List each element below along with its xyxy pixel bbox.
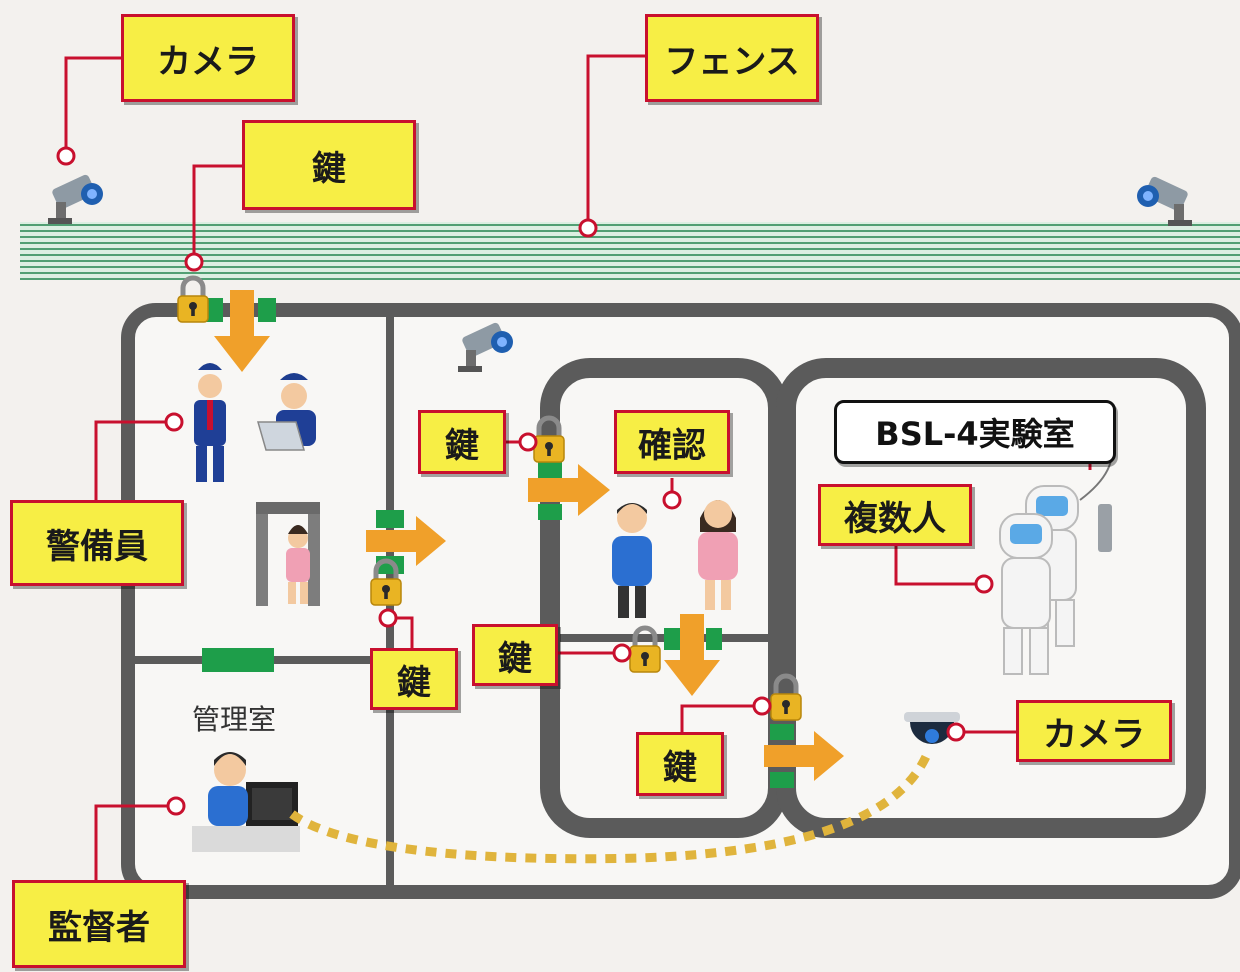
arrow-icon xyxy=(764,731,844,781)
label-supervisor: 監督者 xyxy=(12,880,186,968)
label-camera-top: カメラ xyxy=(121,14,295,102)
door-secure-bottom xyxy=(538,504,562,520)
label-key-lobby: 鍵 xyxy=(418,410,506,474)
guard-at-laptop-icon xyxy=(257,373,316,451)
security-camera-icon xyxy=(1137,175,1192,226)
arrow-icon xyxy=(664,614,720,696)
padlock-icon xyxy=(178,278,208,322)
label-control-room: 管理室 xyxy=(192,703,277,736)
label-camera-lab: カメラ xyxy=(1016,700,1172,762)
security-camera-icon xyxy=(48,173,103,224)
door-control-room xyxy=(202,648,274,672)
label-key-entrance: 鍵 xyxy=(370,648,458,710)
air-hose-unit xyxy=(1098,504,1112,552)
arrow-icon xyxy=(528,464,610,516)
fence xyxy=(20,222,1240,280)
dome-camera-icon xyxy=(904,712,960,744)
label-multiple-people: 複数人 xyxy=(818,484,972,546)
label-bsl4-lab: BSL-4実験室 xyxy=(834,400,1116,464)
metal-detector-icon xyxy=(256,502,320,606)
label-confirm: 確認 xyxy=(614,410,730,474)
label-fence: フェンス xyxy=(645,14,819,102)
door-gate-right xyxy=(258,298,276,322)
supervisor-person-icon xyxy=(208,752,248,826)
door-lab-bottom xyxy=(770,772,794,788)
arrow-icon xyxy=(366,516,446,566)
door-secure-top xyxy=(538,462,562,478)
door-lab-top xyxy=(770,724,794,740)
label-key-inner: 鍵 xyxy=(472,624,558,686)
door-lobby-top xyxy=(376,510,404,528)
label-key-lab: 鍵 xyxy=(636,732,724,796)
label-key-gate: 鍵 xyxy=(242,120,416,210)
label-guard: 警備員 xyxy=(10,500,184,586)
door-inner-left xyxy=(664,628,680,650)
arrow-icon xyxy=(214,290,270,372)
computer-monitor-icon xyxy=(192,782,300,852)
callout-anchor-dots xyxy=(56,146,994,816)
door-gate-left xyxy=(205,298,223,322)
cctv-monitor-link xyxy=(289,750,933,864)
door-inner-right xyxy=(706,628,722,650)
